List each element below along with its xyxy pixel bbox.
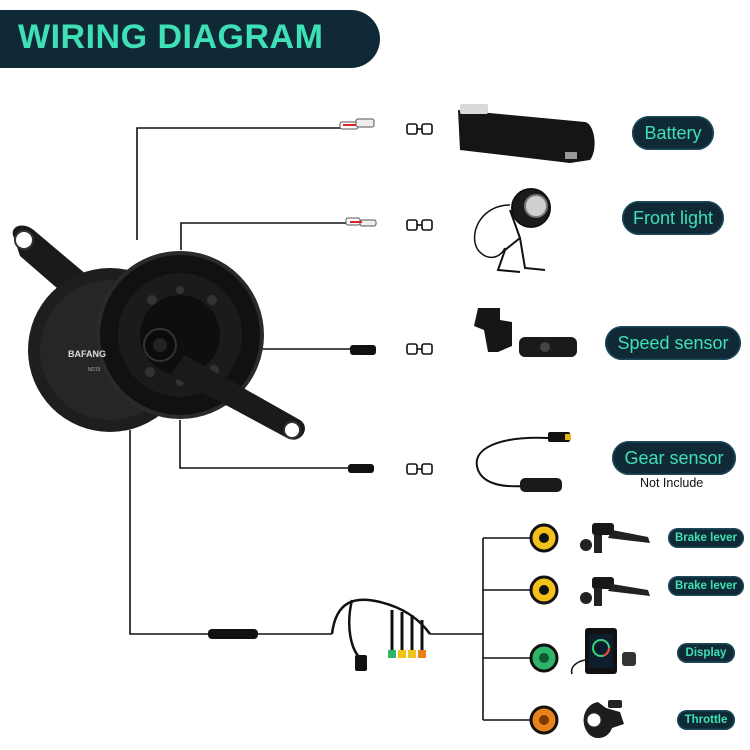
brake-lever-connector-1: [529, 523, 559, 553]
gear-sensor-label: Gear sensor: [612, 441, 736, 475]
speed-sensor-connector-symbol: [406, 343, 433, 355]
title-banner: WIRING DIAGRAM: [0, 10, 380, 68]
brake-lever-picture-2: [580, 577, 650, 606]
motor-brand: BAFANG: [68, 349, 106, 359]
battery-label: Battery: [632, 116, 714, 150]
front-light-plug-ends: [345, 217, 377, 227]
gear-sensor-picture: [475, 432, 571, 492]
wiring-harness: [208, 598, 432, 671]
battery-picture: [458, 104, 595, 163]
battery-wire: [136, 127, 352, 240]
page-title: WIRING DIAGRAM: [18, 18, 324, 56]
motor-model: M215: [88, 367, 101, 373]
main-harness-wire: [129, 430, 332, 635]
speed-sensor-picture: [474, 308, 577, 357]
connector-symbols: [406, 123, 433, 475]
throttle-connector: [529, 705, 559, 735]
brake-lever-label-2: Brake lever: [668, 576, 744, 596]
front-light-wire: [180, 222, 356, 250]
speed-sensor-plug-end: [350, 345, 376, 355]
mid-drive-motor: BAFANG M215: [12, 225, 305, 440]
gear-sensor-connector-symbol: [406, 463, 433, 475]
brake-lever-label-1: Brake lever: [668, 528, 744, 548]
brake-lever-connector-2: [529, 575, 559, 605]
brake-lever-picture-1: [580, 523, 650, 553]
wires: [129, 127, 530, 721]
front-light-picture: [473, 188, 551, 273]
gear-sensor-note: Not Include: [640, 476, 704, 490]
gear-sensor-plug-end: [348, 464, 374, 473]
motor-side-plugs: [339, 118, 377, 473]
throttle-label: Throttle: [677, 710, 735, 730]
gear-sensor-wire: [179, 420, 350, 469]
right-crank-arm: [170, 355, 305, 440]
front-light-connector-symbol: [406, 219, 433, 231]
display-picture: [570, 628, 636, 675]
display-label: Display: [677, 643, 735, 663]
front-light-label: Front light: [622, 201, 724, 235]
display-connector: [529, 643, 559, 673]
battery-connector-symbol: [406, 123, 433, 135]
battery-plug-ends: [339, 118, 375, 130]
throttle-picture: [583, 700, 624, 739]
speed-sensor-label: Speed sensor: [605, 326, 741, 360]
